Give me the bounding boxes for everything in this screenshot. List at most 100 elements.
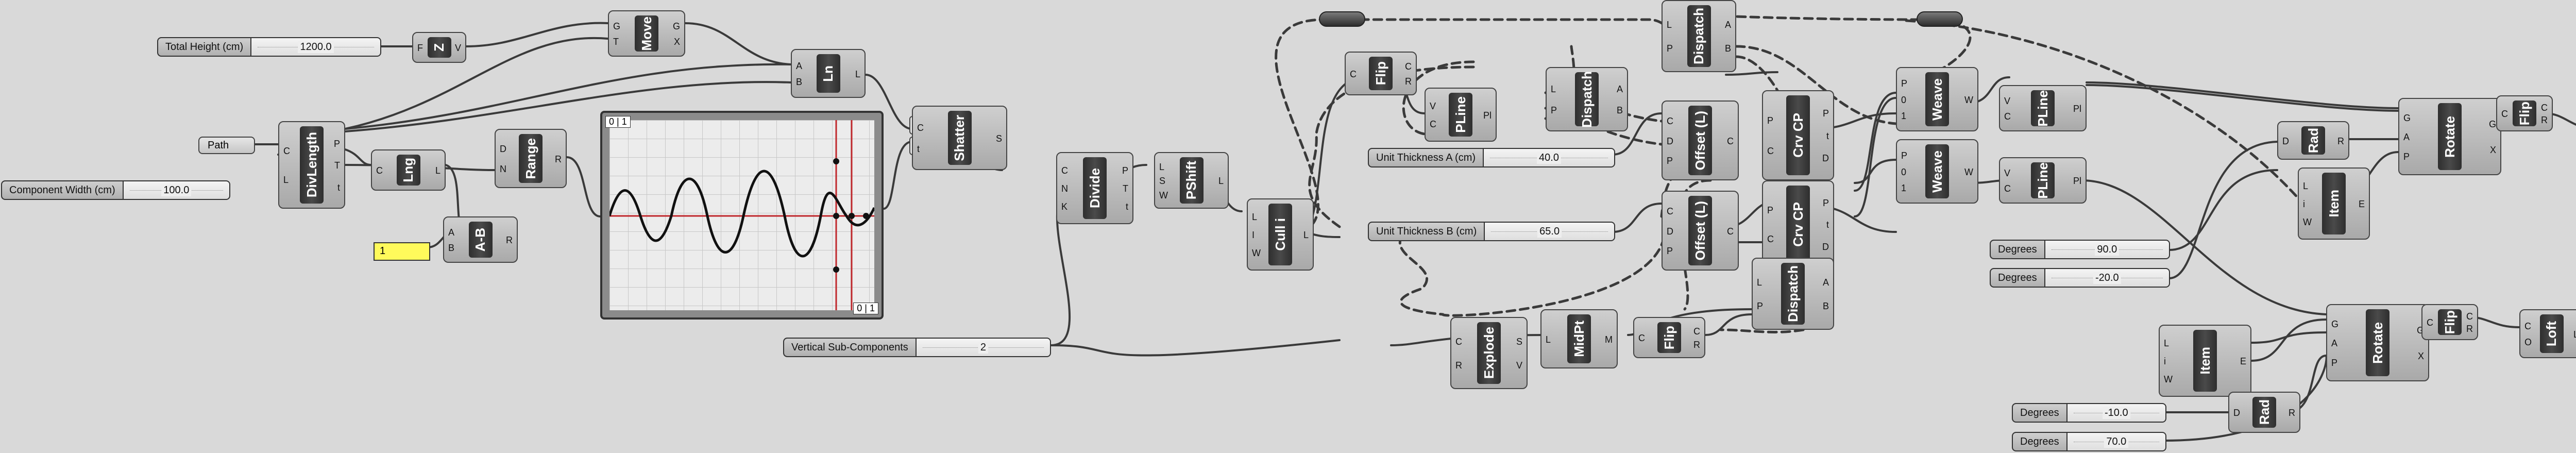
input-parameter[interactable]: P [1667,43,1673,54]
input-parameter[interactable]: W [2303,217,2312,227]
input-parameter[interactable]: D [1667,226,1673,237]
input-parameter[interactable]: G [2403,112,2411,123]
output-parameter[interactable]: C [1405,61,1412,72]
output-parameter[interactable]: Pl [2073,104,2081,114]
input-parameter[interactable]: C [2004,183,2011,194]
input-parameter[interactable]: A [448,227,455,238]
input-parameter[interactable]: L [1667,19,1672,30]
slider-track[interactable]: 90.0 [2044,241,2169,258]
input-parameter[interactable]: V [2004,168,2011,178]
input-parameter[interactable]: V [2004,96,2011,106]
input-parameter[interactable]: L [1159,161,1165,172]
slider-track[interactable]: 65.0 [1484,223,1614,240]
slider-track[interactable]: 100.0 [122,181,229,199]
input-parameter[interactable]: W [1159,190,1168,200]
output-parameter[interactable]: V [454,43,461,53]
slider-unit-thickness-b[interactable]: Unit Thickness B (cm) 65.0 [1368,222,1615,241]
output-parameter[interactable]: R [2337,136,2344,146]
output-parameter[interactable]: C [1693,326,1700,337]
input-parameter[interactable]: C [1767,145,1774,156]
graph-area[interactable] [609,120,874,310]
input-parameter[interactable]: B [796,77,803,88]
input-parameter[interactable]: i [2164,356,2166,366]
input-parameter[interactable]: 1 [1901,182,1907,193]
input-parameter[interactable]: C [1455,336,1462,347]
slider-track[interactable]: 1200.0 [250,38,380,56]
input-parameter[interactable]: P [1901,78,1908,89]
input-parameter[interactable]: L [1757,277,1762,288]
path-param[interactable]: Path [198,137,255,154]
output-parameter[interactable]: W [1964,94,1973,105]
input-parameter[interactable]: P [1667,156,1673,166]
input-parameter[interactable]: W [1252,248,1261,258]
input-parameter[interactable]: L [1546,334,1551,345]
output-parameter[interactable]: A [1724,19,1731,30]
input-parameter[interactable]: C [376,165,383,176]
slider-total-height[interactable]: Total Height (cm) 1200.0 [157,37,381,57]
output-parameter[interactable]: t [1826,220,1829,230]
input-parameter[interactable]: S [1159,176,1166,186]
output-parameter[interactable]: G [2488,119,2496,129]
input-parameter[interactable]: 0 [1901,166,1907,177]
output-parameter[interactable]: M [1605,334,1613,345]
input-parameter[interactable]: C [1767,234,1774,245]
output-parameter[interactable]: C [2466,311,2473,322]
output-parameter[interactable]: B [1724,43,1731,54]
input-parameter[interactable]: P [1901,150,1908,161]
output-parameter[interactable]: X [2489,145,2496,155]
input-parameter[interactable]: T [613,37,619,47]
input-parameter[interactable]: P [1757,301,1764,312]
input-parameter[interactable]: W [2164,374,2173,384]
slider-degrees-4[interactable]: Degrees 70.0 [2012,432,2166,451]
input-parameter[interactable]: N [1061,183,1068,194]
output-parameter[interactable]: t [1125,202,1128,212]
output-parameter[interactable]: L [435,165,440,176]
input-parameter[interactable]: G [2331,318,2339,329]
output-parameter[interactable]: L [2573,329,2576,340]
output-parameter[interactable]: C [1727,226,1734,237]
output-parameter[interactable]: L [1218,176,1224,186]
output-parameter[interactable]: P [1122,165,1128,176]
input-parameter[interactable]: C [1638,333,1645,343]
output-parameter[interactable]: L [855,69,860,79]
input-parameter[interactable]: P [1767,115,1774,126]
output-parameter[interactable]: R [1693,340,1700,350]
input-parameter[interactable]: B [448,243,455,253]
relay-capsule[interactable] [1319,11,1365,27]
output-parameter[interactable]: Pl [1483,110,1492,121]
input-parameter[interactable]: C [2004,111,2011,122]
input-parameter[interactable]: A [796,60,803,71]
number-panel[interactable]: 1 [374,242,430,261]
input-parameter[interactable]: K [1061,202,1068,212]
slider-degrees-2[interactable]: Degrees -20.0 [1990,268,2170,288]
output-parameter[interactable]: E [2358,199,2365,209]
output-parameter[interactable]: C [2541,103,2548,113]
input-parameter[interactable]: L [2303,181,2309,191]
input-parameter[interactable]: P [2403,151,2410,162]
input-parameter[interactable]: C [1350,69,1357,79]
input-parameter[interactable]: 0 [1901,94,1907,105]
input-parameter[interactable]: P [1551,105,1557,116]
